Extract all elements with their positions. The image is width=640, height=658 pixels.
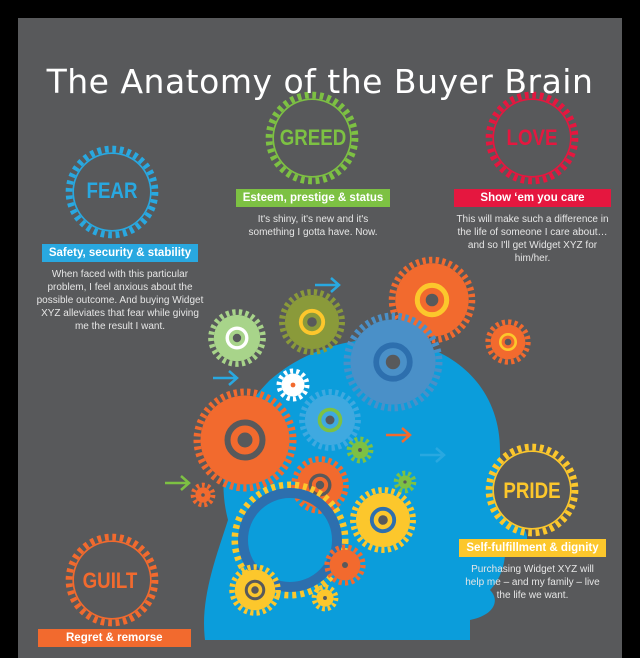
pride-label: Self-fulfillment & dignity bbox=[459, 539, 606, 557]
gear-hole bbox=[290, 382, 296, 388]
brain-gears-illustration bbox=[65, 91, 579, 640]
fear-text: When faced with this particular problem,… bbox=[36, 269, 204, 332]
page-title: The Anatomy of the Buyer Brain bbox=[46, 62, 594, 102]
gear-hole bbox=[232, 333, 242, 343]
arrow-icon bbox=[420, 447, 446, 463]
greed-word: GREED bbox=[279, 125, 347, 150]
gear-teeth bbox=[279, 289, 345, 355]
gear-teeth bbox=[208, 309, 266, 367]
gear-hub bbox=[369, 506, 397, 534]
fear-label: Safety, security & stability bbox=[41, 244, 199, 262]
love-text: This will make such a difference in the … bbox=[456, 214, 609, 264]
gear-center bbox=[274, 100, 350, 176]
arrow-icon bbox=[213, 370, 239, 386]
gear-hub bbox=[373, 342, 413, 382]
gear-teeth bbox=[485, 91, 579, 185]
gear-teeth bbox=[190, 482, 216, 508]
guilt-block: Regret & remorse bbox=[38, 628, 191, 647]
gear-teeth bbox=[265, 91, 359, 185]
gear-teeth bbox=[276, 368, 310, 402]
gear-center bbox=[494, 452, 570, 528]
gear-hub bbox=[317, 407, 343, 433]
gear-hole bbox=[323, 596, 327, 600]
gear-hole bbox=[201, 493, 205, 497]
gear-hole bbox=[237, 432, 253, 448]
gear-hole bbox=[378, 515, 388, 525]
gear-hub bbox=[224, 419, 266, 461]
love-block: Show ‘em you care This will make such a … bbox=[440, 188, 625, 265]
gear-hole bbox=[251, 586, 259, 594]
gear-teeth bbox=[346, 436, 374, 464]
gear-hub bbox=[225, 326, 249, 350]
fear-block: Safety, security & stability When faced … bbox=[20, 243, 220, 333]
gear-hole bbox=[385, 354, 401, 370]
gear-center bbox=[74, 542, 150, 618]
gear-hub bbox=[498, 332, 518, 352]
arrow-icon bbox=[315, 277, 341, 293]
gear-outline bbox=[231, 481, 349, 599]
gear-hub bbox=[298, 308, 326, 336]
gear-hole bbox=[342, 562, 348, 568]
gear-teeth bbox=[350, 487, 416, 553]
greed-block: Esteem, prestige & status It's shiny, it… bbox=[218, 188, 408, 239]
love-label: Show ‘em you care bbox=[454, 189, 611, 207]
gear-teeth bbox=[343, 312, 443, 412]
gear-hole bbox=[325, 415, 335, 425]
gear-teeth bbox=[485, 443, 579, 537]
gear-hole bbox=[315, 480, 325, 490]
guilt-label: Regret & remorse bbox=[38, 629, 191, 647]
gear-center bbox=[74, 154, 150, 230]
love-word: LOVE bbox=[506, 125, 558, 150]
gear-hole bbox=[425, 293, 439, 307]
gear-teeth bbox=[311, 584, 339, 612]
arrow-icon bbox=[386, 427, 412, 443]
gear-teeth bbox=[65, 145, 159, 239]
pride-block: Self-fulfillment & dignity Purchasing Wi… bbox=[440, 538, 625, 602]
guilt-word: GUILT bbox=[82, 568, 138, 593]
gear-teeth bbox=[393, 470, 417, 494]
gear-teeth bbox=[229, 564, 281, 616]
greed-label: Esteem, prestige & status bbox=[235, 189, 391, 207]
head-silhouette bbox=[204, 339, 528, 640]
fear-word: FEAR bbox=[86, 178, 138, 203]
pride-text: Purchasing Widget XYZ will help me – and… bbox=[465, 564, 600, 601]
gear-hole bbox=[307, 317, 317, 327]
gear-hub bbox=[414, 282, 450, 318]
gear-teeth bbox=[291, 456, 349, 514]
gear-teeth bbox=[324, 544, 366, 586]
gear-outline-inner bbox=[238, 488, 342, 592]
arrow-icon bbox=[165, 475, 191, 491]
gear-teeth bbox=[485, 319, 531, 365]
gear-teeth bbox=[299, 389, 361, 451]
greed-text: It's shiny, it's new and it's something … bbox=[248, 214, 378, 238]
gear-hole bbox=[358, 448, 362, 452]
gear-center bbox=[494, 100, 570, 176]
gear-hole bbox=[403, 480, 407, 484]
pride-word: PRIDE bbox=[503, 478, 561, 503]
gear-teeth bbox=[65, 533, 159, 627]
gear-hole bbox=[504, 338, 512, 346]
gear-teeth bbox=[193, 388, 297, 492]
gear-hub bbox=[244, 579, 266, 601]
